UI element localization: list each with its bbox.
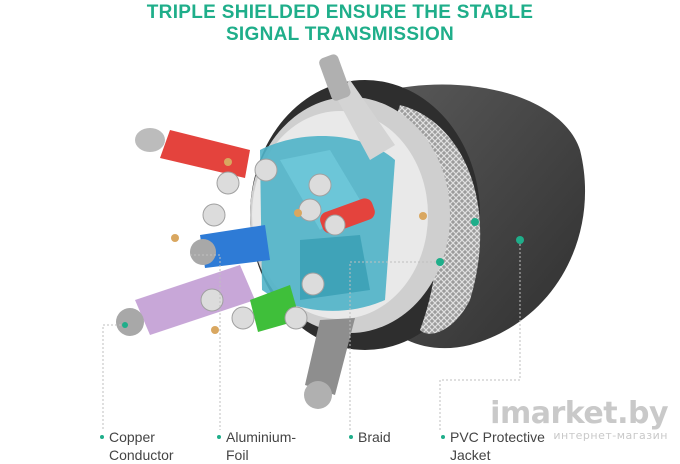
label-copper-conductor: Copper Conductor [100, 428, 174, 464]
label-copper-line1: Copper [109, 429, 155, 445]
copper-tips [171, 158, 427, 334]
white-wires [200, 158, 346, 330]
label-foil-line1: Aluminium- [226, 429, 297, 445]
watermark-brand: imarket.by [490, 396, 668, 431]
label-pvc-line2: Jacket [450, 447, 491, 463]
red-wire [135, 128, 250, 178]
purple-wire [116, 265, 255, 336]
callout-points [122, 218, 524, 328]
label-pvc-line1: PVC Protective [450, 429, 545, 445]
blue-wire [190, 225, 270, 268]
label-braid: Braid [349, 428, 391, 446]
grey-wire-top [319, 54, 395, 160]
callout-lines [102, 240, 521, 430]
label-pvc-jacket: PVC Protective Jacket [441, 428, 545, 464]
grey-wire-bottom [304, 318, 355, 409]
title-line-2: SIGNAL TRANSMISSION [225, 24, 455, 45]
label-foil-line2: Foil [226, 447, 249, 463]
label-aluminium-foil: Aluminium- Foil [217, 428, 297, 464]
title-line-1: TRIPLE SHIELDED ENSURE THE STABLE [146, 2, 534, 23]
watermark-tagline: интернет-магазин [553, 429, 668, 442]
watermark: imarket.by интернет-магазин [490, 396, 668, 443]
label-copper-line2: Conductor [109, 447, 174, 463]
label-braid-line1: Braid [358, 429, 391, 445]
